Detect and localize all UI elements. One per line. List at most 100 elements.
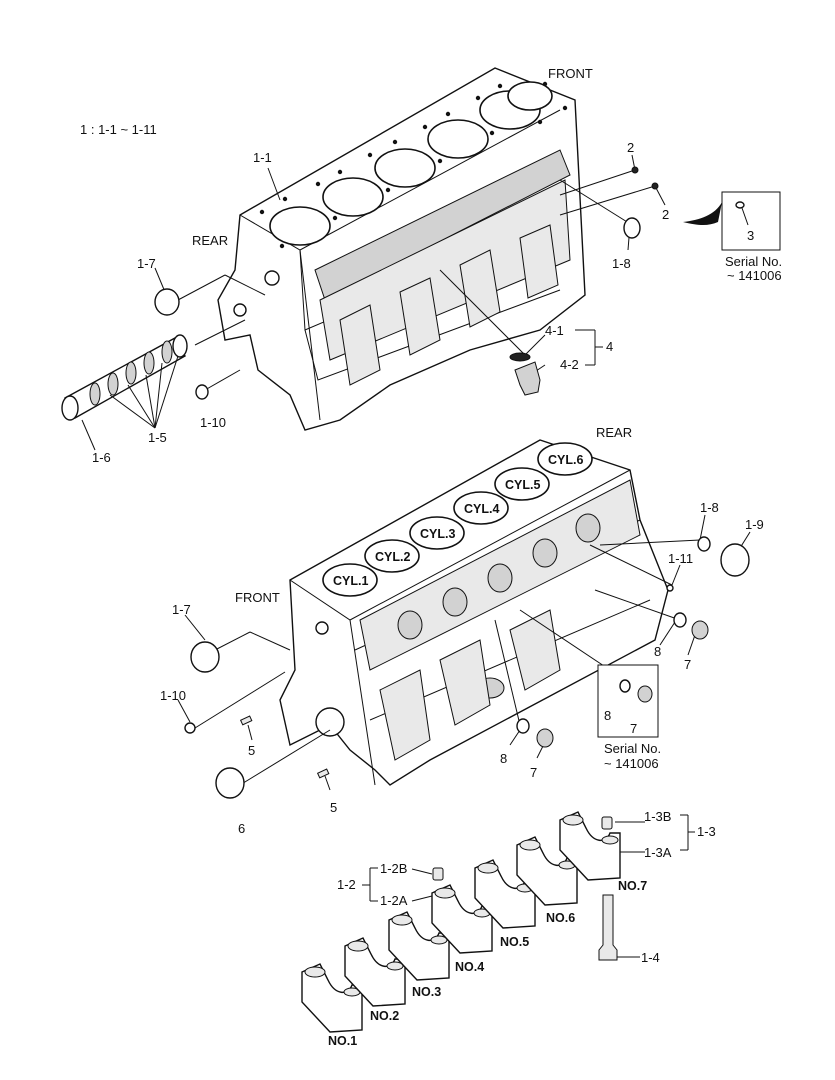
lower-crank-saddles <box>379 513 601 761</box>
front-label-bottom: FRONT <box>235 590 280 605</box>
plug-7a <box>691 620 709 640</box>
upper-leaders <box>154 154 666 391</box>
callout-1-1: 1-1 <box>253 150 272 165</box>
serial-note-top-line2: ~ 141006 <box>727 268 782 283</box>
bearing-cap-7 <box>559 811 621 881</box>
seal-ring-1-9 <box>720 543 750 577</box>
callout-7a: 7 <box>684 657 691 672</box>
rear-label-bottom: REAR <box>596 425 632 440</box>
seal-ring-1-7-upper <box>154 288 180 316</box>
cap-label-2: NO.2 <box>370 1009 399 1023</box>
cap-label-7: NO.7 <box>618 879 647 893</box>
bearing-cap-5 <box>474 859 536 929</box>
reference-note: 1 : 1-1 ~ 1-11 <box>80 122 157 137</box>
callout-1-2b: 1-2B <box>380 861 407 876</box>
callout-8c: 8 <box>500 751 507 766</box>
bearing-caps-drawing <box>301 811 621 1033</box>
seal-ring-1-7-lower <box>190 641 220 673</box>
cap-bushing-1-2b <box>432 867 444 881</box>
cap-bolt-1-4 <box>598 894 618 961</box>
cam-bushings-1-5 <box>61 334 188 451</box>
callout-8a: 8 <box>654 644 661 659</box>
cap-label-4: NO.4 <box>455 960 484 974</box>
callout-1-11: 1-11 <box>668 551 693 566</box>
lower-block-drawing <box>279 439 669 786</box>
callout-1-8-lower: 1-8 <box>700 500 719 515</box>
o-ring-1-10-upper <box>195 384 209 400</box>
lower-cylinder-bores <box>322 442 593 597</box>
bearing-cap-2 <box>344 937 406 1007</box>
cap-label-5: NO.5 <box>500 935 529 949</box>
callout-4-2: 4-2 <box>560 357 579 372</box>
cap-label-6: NO.6 <box>546 911 575 925</box>
callout-1-6: 1-6 <box>92 450 111 465</box>
serial-inset-bottom <box>597 664 659 738</box>
part-callouts: 1-1 2 2 3 1-7 1-8 1-10 1-5 1-6 4-1 4 4-2… <box>92 140 764 965</box>
cylinder-label-3: CYL.3 <box>420 527 455 541</box>
seal-ring-1-8-lower <box>697 536 711 552</box>
dowel-5a <box>239 715 253 726</box>
bearing-cap-3 <box>388 911 450 981</box>
callout-3: 3 <box>747 228 754 243</box>
callout-4-1: 4-1 <box>545 323 564 338</box>
bearing-cap-1 <box>301 963 363 1033</box>
rear-label-top: REAR <box>192 233 228 248</box>
bearing-cap-leaders <box>362 814 695 958</box>
serial-note-bottom-line1: Serial No. <box>604 741 661 756</box>
upper-block-drawing <box>217 67 586 431</box>
callout-1-3b: 1-3B <box>644 809 671 824</box>
o-ring-1-10-lower <box>184 722 196 734</box>
callout-1-7-upper: 1-7 <box>137 256 156 271</box>
callout-1-2: 1-2 <box>337 877 356 892</box>
upper-cylinder-bores <box>269 81 553 246</box>
callout-1-3: 1-3 <box>697 824 716 839</box>
callout-1-8-upper: 1-8 <box>612 256 631 271</box>
callout-2a: 2 <box>627 140 634 155</box>
callout-1-9: 1-9 <box>745 517 764 532</box>
plug-2a <box>631 166 639 174</box>
plug-2b <box>651 182 659 190</box>
cylinder-labels: CYL.1 CYL.2 CYL.3 CYL.4 CYL.5 CYL.6 <box>333 453 583 588</box>
cylinder-label-2: CYL.2 <box>375 550 410 564</box>
callout-1-7-lower: 1-7 <box>172 602 191 617</box>
upper-crank-webs <box>339 224 559 386</box>
plug-7c <box>536 728 554 748</box>
seal-ring-1-8-upper <box>623 217 641 239</box>
callout-7b: 7 <box>630 721 637 736</box>
bearing-cap-6 <box>516 836 578 906</box>
bearing-cap-labels: NO.1 NO.2 NO.3 NO.4 NO.5 NO.6 NO.7 <box>328 879 647 1048</box>
callout-2b: 2 <box>662 207 669 222</box>
bearing-cap-4 <box>431 884 493 954</box>
callout-5a: 5 <box>248 743 255 758</box>
callout-8b: 8 <box>604 708 611 723</box>
callout-5b: 5 <box>330 800 337 815</box>
cylinder-label-5: CYL.5 <box>505 478 540 492</box>
cylinder-label-1: CYL.1 <box>333 574 368 588</box>
cap-bushing-1-3b <box>601 816 613 830</box>
plug-1-11 <box>666 584 674 592</box>
serial-note-bottom-line2: ~ 141006 <box>604 756 659 771</box>
gasket-8a <box>673 612 687 628</box>
callout-1-10-upper: 1-10 <box>200 415 226 430</box>
upper-stud-holes <box>259 81 568 249</box>
callout-1-5: 1-5 <box>148 430 167 445</box>
washer-6 <box>215 767 245 799</box>
serial-inset-top <box>683 191 781 251</box>
gasket-8c <box>516 718 530 734</box>
callout-1-2a: 1-2A <box>380 893 408 908</box>
callout-1-3a: 1-3A <box>644 845 672 860</box>
callout-1-4: 1-4 <box>641 950 660 965</box>
callout-7c: 7 <box>530 765 537 780</box>
front-label-top: FRONT <box>548 66 593 81</box>
nozzle-4 <box>509 352 541 396</box>
callout-4: 4 <box>606 339 613 354</box>
cylinder-label-4: CYL.4 <box>464 502 499 516</box>
dowel-5b <box>316 768 330 779</box>
callout-6: 6 <box>238 821 245 836</box>
cap-label-3: NO.3 <box>412 985 441 999</box>
serial-note-top-line1: Serial No. <box>725 254 782 269</box>
cylinder-label-6: CYL.6 <box>548 453 583 467</box>
cap-label-1: NO.1 <box>328 1034 357 1048</box>
callout-1-10-lower: 1-10 <box>160 688 186 703</box>
